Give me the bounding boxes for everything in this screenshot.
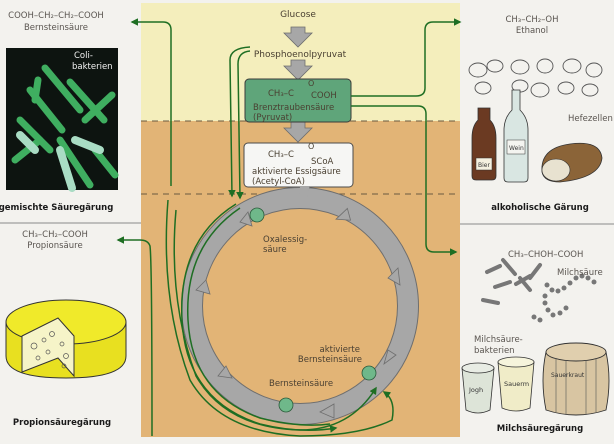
wine-label: Wein: [509, 145, 524, 152]
propionic-acid-name: Propionsäure: [27, 241, 82, 251]
mixed-acid-fermentation-title: gemischte Säuregärung: [0, 203, 113, 213]
loop-outer-2: [187, 207, 331, 426]
beer-label: Bier: [478, 162, 490, 169]
lactic-acid-formula: CH₃–CHOH–COOH: [508, 250, 583, 260]
fermentation-pathways: [116, 18, 462, 437]
pep-label: Phosphoenolpyruvat: [254, 50, 347, 60]
cheese-illustration: [5, 299, 127, 379]
acetyl-formula-left: CH₃–C: [268, 150, 294, 160]
lactic-bacteria-label-line1: Milchsäure-: [474, 335, 523, 345]
loop-outer-4: [173, 209, 377, 431]
arrow-pyruvate-to-acetyl: [283, 121, 313, 143]
streptococcus-chains: [531, 273, 597, 323]
propionic-acid-formula: CH₃–CH₂–COOH: [22, 230, 88, 240]
yogurt-jar-label: Jogh: [468, 386, 483, 394]
arrow-pep-to-cycle-1: [228, 46, 251, 198]
oxaloacetate-label-line1: Oxalessig-: [263, 235, 307, 245]
acetyl-name: aktivierte Essigsäure: [252, 167, 341, 177]
beer-bottle: [471, 107, 497, 181]
alcoholic-fermentation-title: alkoholische Gärung: [491, 203, 589, 213]
pyruvate-formula-left: CH₃–C: [268, 89, 294, 99]
propionic-fermentation-title: Propionsäuregärung: [13, 418, 111, 428]
pyruvate-formula-top: O: [308, 79, 314, 88]
ethanol-name: Ethanol: [516, 26, 548, 36]
sauerkraut-barrel-label: Sauerkraut: [551, 372, 585, 379]
enzyme-marker: [278, 397, 294, 413]
arrow-glucose-to-pep: [283, 26, 313, 48]
arrow-to-ethanol: [351, 18, 462, 97]
acetyl-coa-box: [243, 142, 354, 188]
lactic-fermentation-title: Milchsäuregärung: [497, 424, 583, 434]
pyruvate-formula-right: COOH: [311, 91, 337, 101]
succinic-acid-formula: COOH–CH₂–CH₂–COOH: [8, 11, 104, 21]
citric-acid-cycle: [181, 186, 419, 425]
coli-label-line2: bakterien: [72, 62, 113, 72]
coli-bacteria-image: [6, 48, 119, 192]
yogurt-jar: [461, 362, 495, 414]
yeast-cells-label: Hefezellen: [568, 114, 613, 124]
acetyl-formula-right: SCoA: [311, 157, 334, 167]
sour-cream-jar: [497, 356, 535, 412]
succinyl-coa-label-line2: Bernsteinsäure: [298, 355, 362, 365]
pyruvate-box: [244, 78, 352, 123]
glucose-label: Glucose: [280, 10, 316, 20]
enzyme-marker: [249, 207, 265, 223]
bread-loaf: [541, 142, 603, 183]
lactic-acid-bacteria: [481, 258, 542, 305]
succinic-acid-name: Bernsteinsäure: [24, 23, 88, 33]
arrow-pep-to-cycle-2: [236, 50, 251, 200]
lactic-acid-name: Milchsäure: [557, 268, 603, 278]
loop-outer-3: [165, 199, 394, 437]
succinyl-coa-label-line1: aktivierte: [319, 345, 360, 355]
sour-cream-jar-label: Sauerm: [504, 380, 529, 388]
acetyl-formula-top: O: [308, 142, 314, 151]
yeast-cells: [468, 58, 603, 98]
arrow-pep-to-pyruvate: [283, 59, 313, 81]
wine-bottle: [503, 89, 529, 183]
coli-label-line1: Coli-: [74, 51, 93, 61]
arrow-to-lactic-acid: [351, 105, 458, 256]
enzyme-marker: [361, 365, 377, 381]
arrow-to-propionic-acid: [116, 236, 153, 437]
succinate-label: Bernsteinsäure: [269, 379, 333, 389]
oxaloacetate-label-line2: säure: [263, 245, 287, 255]
acetyl-alt-name: (Acetyl-CoA): [252, 177, 305, 187]
arrow-to-succinate: [130, 18, 172, 186]
pyruvate-name: Brenztraubensäure: [253, 103, 334, 113]
pyruvate-alt-name: (Pyruvat): [253, 113, 292, 123]
ethanol-formula: CH₃–CH₂–OH: [505, 15, 558, 25]
lactic-bacteria-label-line2: bakterien: [474, 346, 515, 356]
sauerkraut-barrel: [542, 342, 610, 416]
